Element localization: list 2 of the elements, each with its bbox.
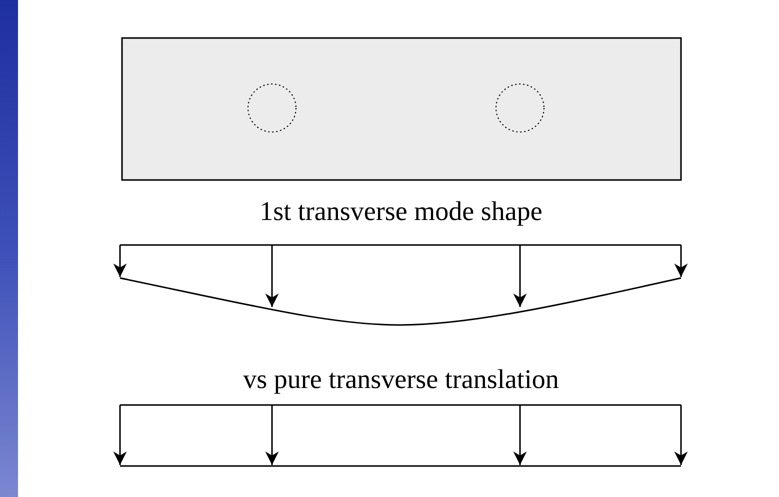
caption-text: 1st transverse mode shape [258, 196, 544, 227]
caption-text: vs pure transverse translation [242, 364, 560, 395]
